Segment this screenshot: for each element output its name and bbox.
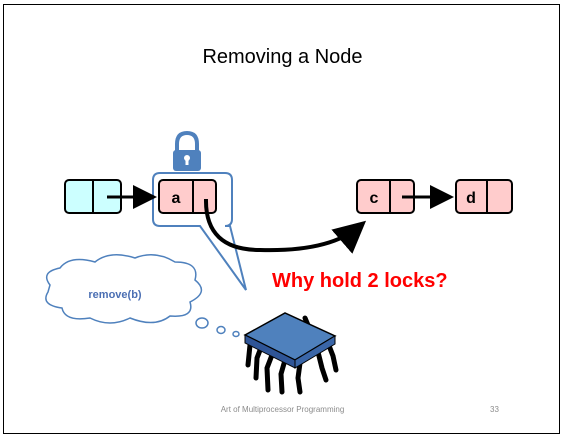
list-node-a: a (158, 179, 217, 214)
arrow-a-to-c (203, 198, 367, 254)
page-number: 33 (490, 405, 499, 414)
list-node-head (64, 179, 122, 214)
thought-text: remove(b) (88, 289, 142, 301)
thought-cloud: remove(b) (45, 254, 240, 338)
node-c-label: c (370, 190, 379, 207)
node-a-label: a (172, 190, 181, 207)
question-text: Why hold 2 locks? (272, 270, 448, 292)
lock-callout (152, 172, 247, 291)
next-pointer-arrows (107, 185, 454, 254)
list-node-d: d (455, 179, 513, 214)
cpu-chip-icon (243, 312, 339, 395)
node-d-label: d (466, 190, 476, 207)
slide-title: Removing a Node (202, 46, 363, 68)
slide-footer: Art of Multiprocessor Programming (220, 405, 345, 414)
lock-icon (173, 130, 201, 171)
